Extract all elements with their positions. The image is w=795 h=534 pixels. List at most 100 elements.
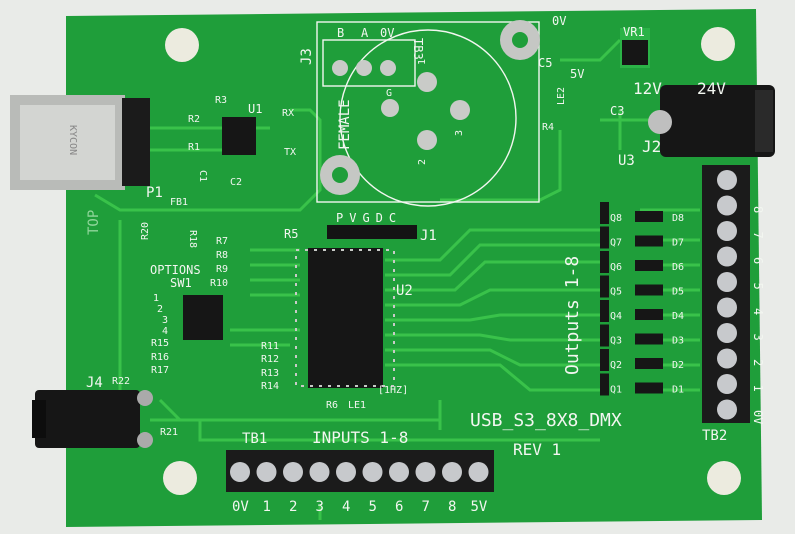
j1-pin-labels: PVGDC: [336, 211, 402, 225]
tb3-label: TB3: [411, 38, 425, 60]
female-label: FEMALE: [337, 99, 353, 150]
24v-label: 24V: [697, 79, 726, 98]
tb1-label: TB1: [242, 431, 267, 447]
revision: REV 1: [513, 440, 561, 459]
tb1-pin-label: 0V: [232, 499, 249, 515]
r10-label: R10: [210, 278, 228, 289]
tb1-pin-label: 7: [422, 499, 430, 515]
mounting-holes: [163, 27, 741, 495]
board-name: USB_S3_8X8_DMX: [470, 410, 622, 431]
r3-label: R3: [215, 95, 227, 106]
0v-label: 0V: [552, 14, 566, 28]
transistor: [600, 275, 609, 298]
transistor-label: Q4: [610, 311, 622, 322]
output-drivers: [600, 202, 663, 396]
r14-label: R14: [261, 381, 279, 392]
c2-label: C2: [230, 177, 242, 188]
tb2-pin-label: 5: [751, 283, 765, 290]
transistor: [600, 226, 609, 249]
r2-label: R2: [188, 114, 200, 125]
r21-label: R21: [160, 427, 178, 438]
xlr-b-label: B: [337, 26, 344, 40]
inputs-label: INPUTS 1-8: [312, 428, 408, 447]
diode: [635, 211, 663, 222]
terminal-screw: [717, 170, 737, 190]
tb1-pin-label: 3: [316, 499, 324, 515]
xlr-g-label: G: [386, 88, 392, 99]
c3-label: C3: [610, 104, 624, 118]
transistor-label: Q5: [610, 287, 622, 298]
diode-label: D1: [672, 385, 684, 396]
ic-u1: [222, 117, 256, 155]
r13-label: R13: [261, 368, 279, 379]
terminal-screw: [717, 272, 737, 292]
transistor: [600, 251, 609, 273]
diode-label: D3: [672, 336, 684, 347]
diode: [635, 235, 663, 247]
tb1-pin-label: 5: [369, 499, 377, 515]
diode-label: D4: [672, 311, 684, 322]
tb1-pin-label: 2: [289, 499, 297, 515]
transistor-label: Q1: [610, 385, 622, 396]
terminal-screw: [717, 246, 737, 267]
r17-label: R17: [151, 365, 169, 376]
tb1-pin-label: 8: [448, 499, 456, 515]
tb1-pin-label: 5V: [471, 499, 488, 515]
tb1-pin-label: 4: [342, 499, 350, 515]
sw-pos-4: 4: [162, 326, 168, 337]
r20-label: R20: [140, 222, 151, 240]
tb1-pin-label: 6: [395, 499, 403, 515]
le2-label: LE2: [556, 87, 567, 105]
diode: [635, 284, 663, 296]
traces: [94, 38, 700, 520]
sw1-label: SW1: [170, 276, 192, 290]
diode-label: D5: [672, 287, 684, 298]
tb2-pin-label: 1: [751, 385, 765, 392]
usb-brand-text: KYCON: [67, 125, 78, 155]
r4-label: R4: [542, 122, 554, 133]
sw-pos-3: 3: [162, 315, 168, 326]
terminal-screw: [230, 462, 250, 482]
transistor-label: Q6: [610, 262, 622, 273]
tb2-pin-label: 4: [751, 308, 765, 315]
sw-pos-2: 2: [157, 304, 163, 315]
terminal-screw: [717, 348, 737, 369]
diode-label: D7: [672, 238, 684, 249]
terminal-screw: [717, 399, 737, 420]
r11-label: R11: [261, 341, 279, 352]
r22-label: R22: [112, 376, 130, 387]
r9-label: R9: [216, 264, 228, 275]
5v-label: 5V: [570, 67, 584, 81]
xlr-footprint-j3: [316, 20, 540, 207]
terminal-screw: [717, 297, 737, 318]
diode-label: D2: [672, 360, 684, 371]
terminal-screw: [336, 462, 356, 482]
xlr-3-label: 3: [454, 130, 465, 136]
tb1-pin-label: 1: [263, 499, 271, 515]
terminal-screw: [389, 462, 409, 482]
terminal-screw: [283, 462, 303, 482]
diode: [635, 333, 663, 345]
ic-u2: [295, 248, 395, 388]
j3-label: J3: [299, 48, 315, 65]
j4-label: J4: [86, 375, 103, 391]
transistor: [600, 324, 609, 347]
c1-label: C1: [197, 170, 208, 182]
diode-label: D6: [672, 262, 684, 273]
terminal-screw: [362, 462, 383, 482]
diode: [635, 309, 663, 320]
vr1-label: VR1: [623, 25, 645, 39]
r7-label: R7: [216, 236, 228, 247]
j1-label: J1: [420, 228, 437, 244]
r12-label: R12: [261, 354, 279, 365]
diode-label: D8: [672, 213, 684, 224]
u3-label: U3: [618, 153, 635, 169]
r8-label: R8: [216, 250, 228, 261]
terminal-screw: [717, 323, 737, 343]
diode: [635, 260, 663, 271]
transistor: [600, 300, 609, 322]
r15-label: R15: [151, 338, 169, 349]
tb2-pin-label: 0V: [751, 410, 765, 424]
le1-label: LE1: [348, 400, 366, 411]
